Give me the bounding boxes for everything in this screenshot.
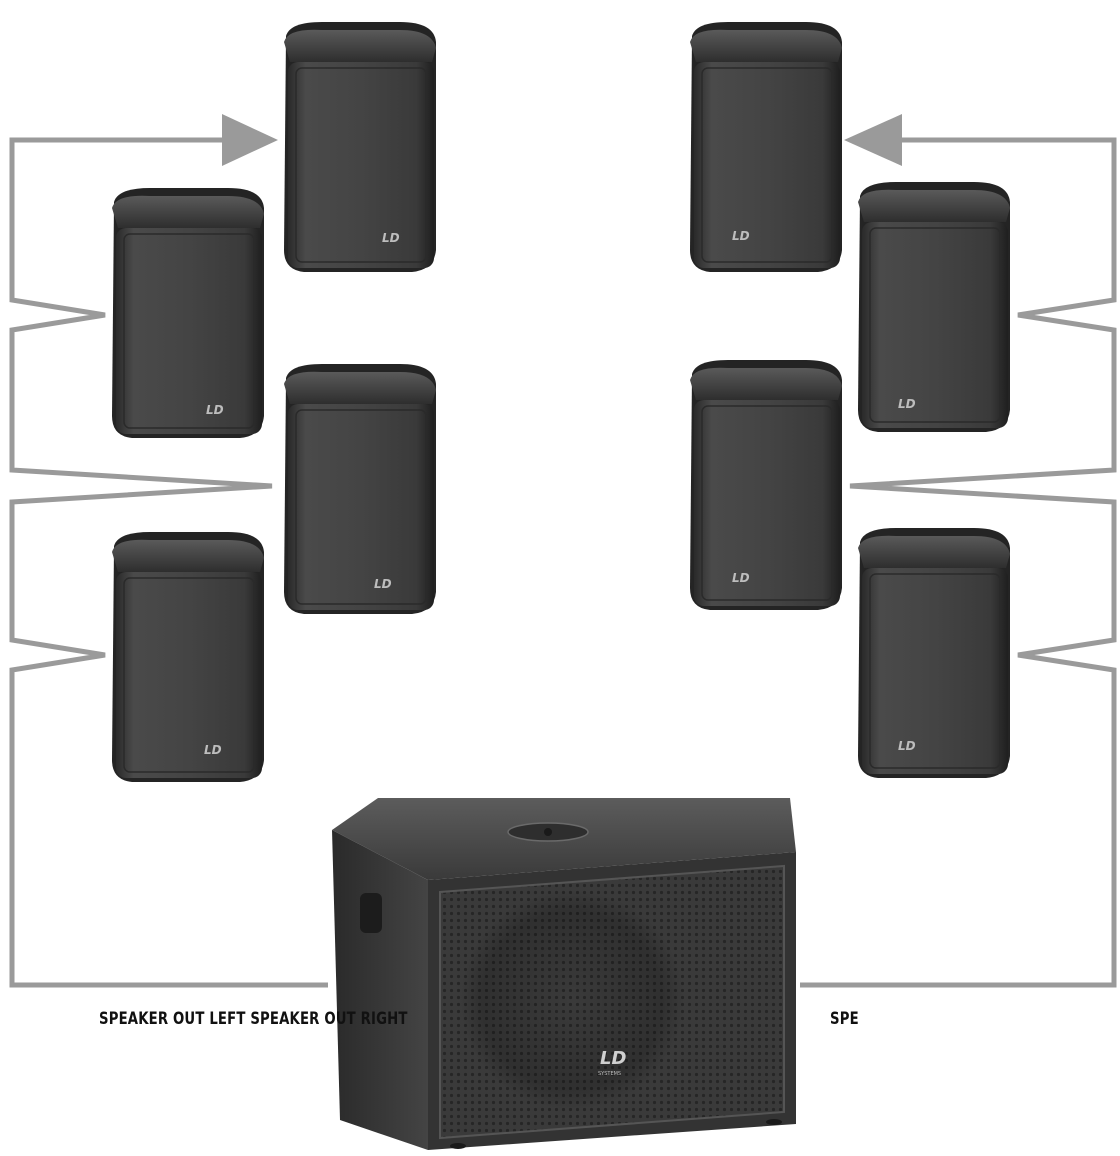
- cable-right: [800, 137, 1117, 988]
- subwoofer-handle: [360, 893, 382, 933]
- ld-logo: LD: [898, 739, 916, 753]
- satellite-speaker-right-3: LD: [690, 360, 842, 610]
- satellite-speaker-left-1: LD: [284, 22, 436, 272]
- ld-logo: LD: [204, 743, 222, 757]
- ld-logo: LD: [732, 229, 750, 243]
- subwoofer-side: [332, 830, 428, 1150]
- satellite-speaker-right-1: LD: [690, 22, 842, 272]
- cable-left: [9, 137, 328, 988]
- ld-logo: LD: [732, 571, 750, 585]
- satellite-speaker-right-4: LD: [858, 528, 1010, 778]
- ld-logo: LD: [600, 1048, 626, 1069]
- subwoofer: LD SYSTEMS: [332, 798, 796, 1150]
- ld-logo: LD: [898, 397, 916, 411]
- arrow-right-icon: [222, 114, 278, 166]
- satellite-speaker-left-3: LD: [284, 364, 436, 614]
- satellite-speaker-left-4: LD: [112, 532, 264, 782]
- satellite-speaker-right-2: LD: [858, 182, 1010, 432]
- speaker-out-right-label: SPE: [830, 1009, 859, 1029]
- ld-logo: LD: [382, 231, 400, 245]
- cable-right-upper: [800, 137, 1117, 988]
- arrow-left-icon: [844, 114, 902, 166]
- satellite-speaker-left-2: LD: [112, 188, 264, 438]
- speaker-out-left-label: SPEAKER OUT LEFT SPEAKER OUT RIGHT: [99, 1009, 408, 1029]
- cable-left-upper: [9, 137, 328, 988]
- ld-logo: LD: [206, 403, 224, 417]
- ld-logo-subtext: SYSTEMS: [598, 1071, 621, 1077]
- ld-logo: LD: [374, 577, 392, 591]
